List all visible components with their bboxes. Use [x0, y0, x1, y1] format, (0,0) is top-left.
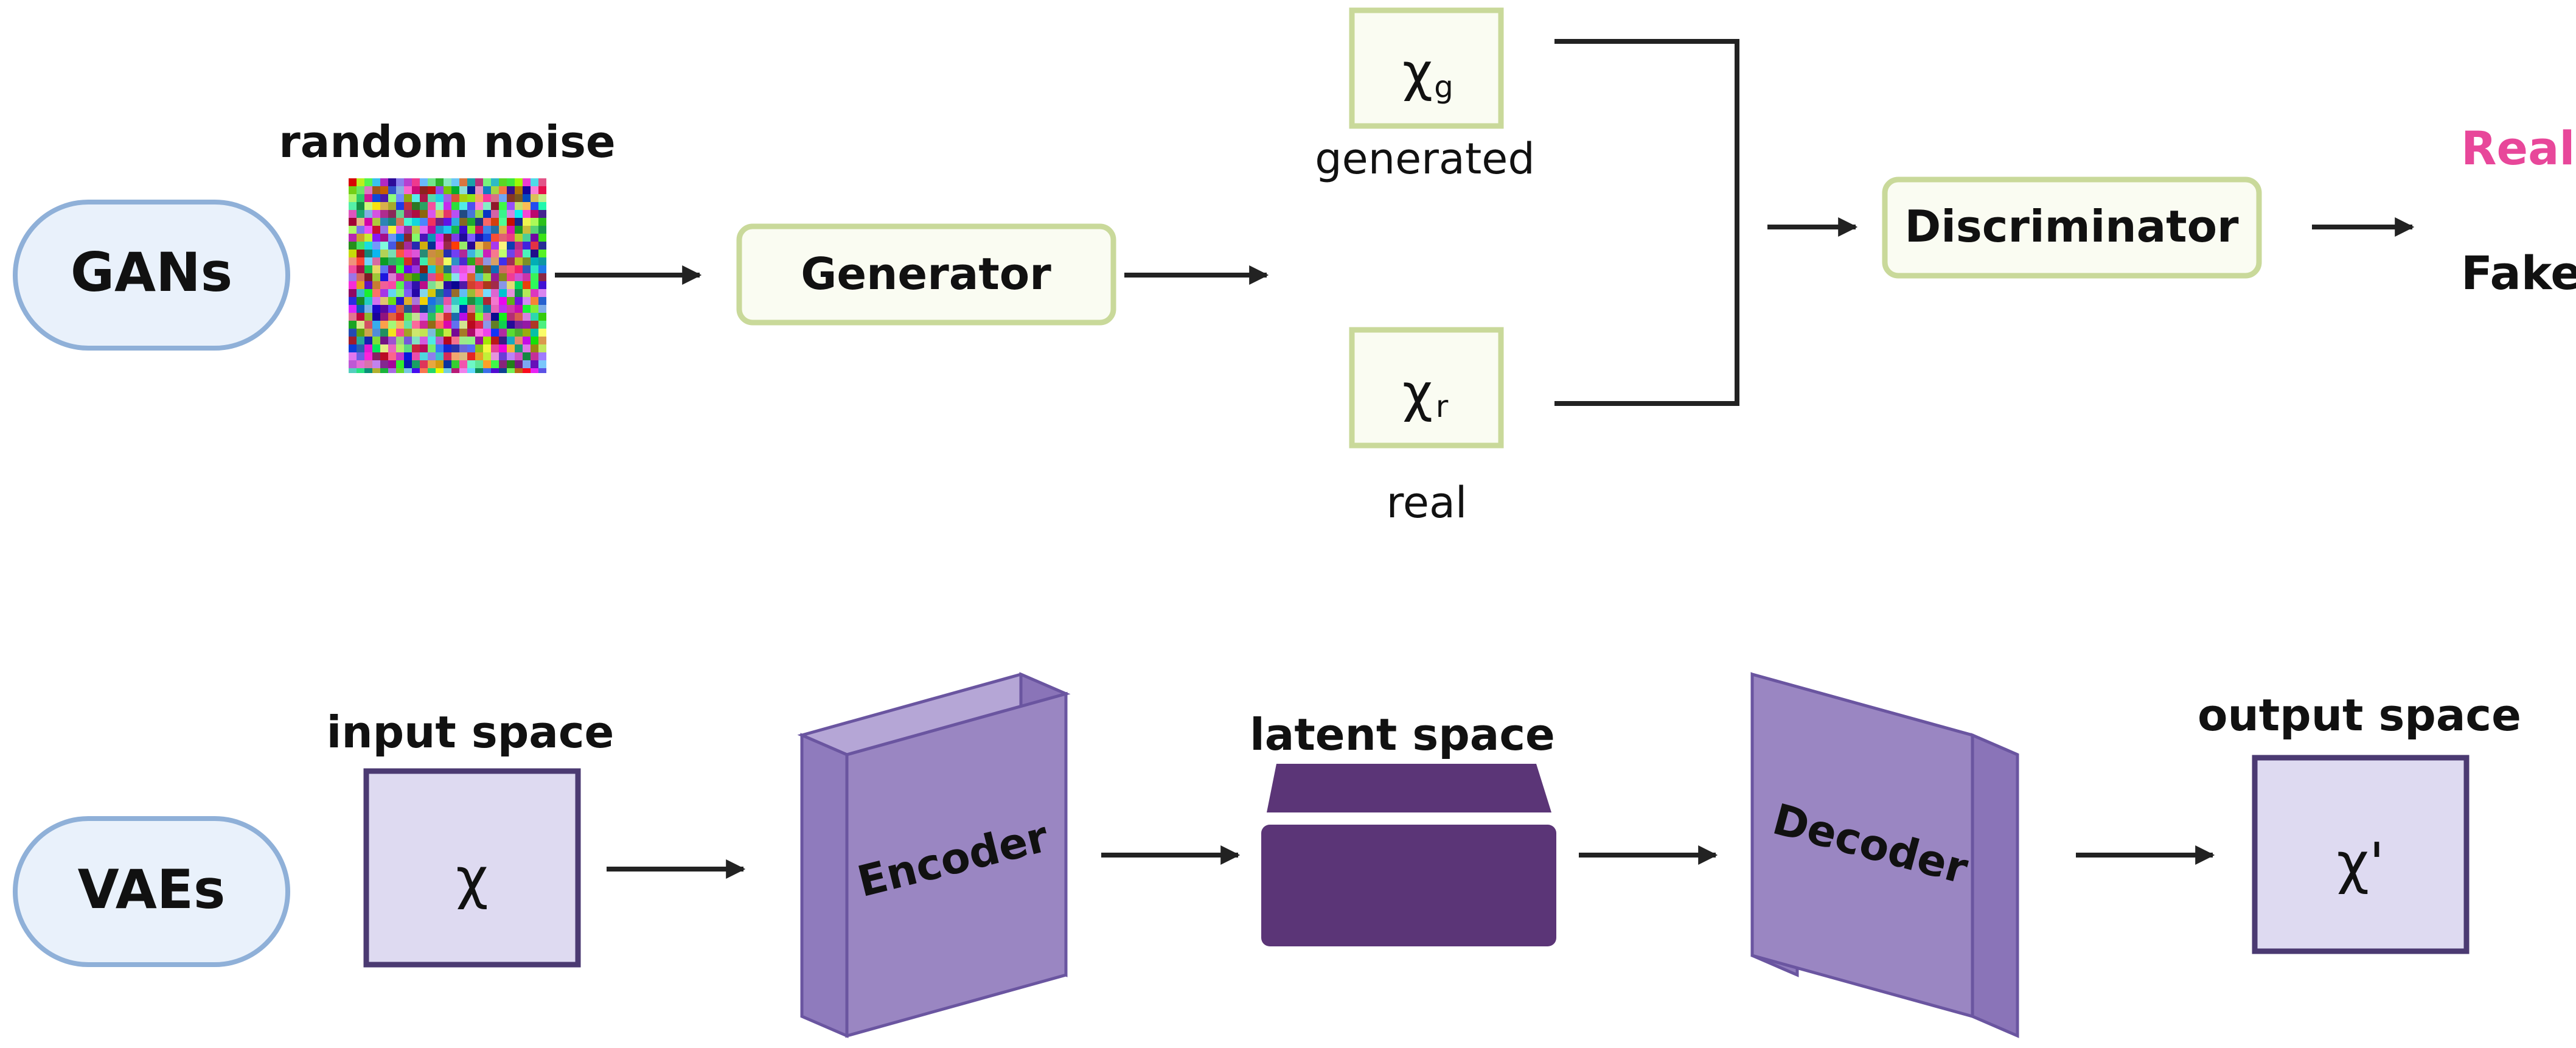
generator-box: Generator	[736, 223, 1116, 326]
gans-pill: GANs	[13, 200, 290, 351]
output-real-label: Real	[2461, 121, 2575, 175]
generated-label: generated	[1315, 134, 1535, 184]
xr-symbol: χ	[1402, 363, 1433, 424]
vaes-label: VAEs	[78, 858, 226, 921]
latent-space-block	[1261, 764, 1556, 946]
latent-space-label: latent space	[1250, 709, 1555, 760]
discriminator-label: Discriminator	[1904, 201, 2239, 252]
vaes-pill: VAEs	[13, 816, 290, 967]
input-symbol: χ	[456, 846, 488, 911]
merge-bracket	[1554, 39, 1739, 406]
random-noise-image	[349, 178, 546, 373]
real-sample-box: χ r	[1349, 327, 1504, 449]
output-symbol: χ'	[2337, 831, 2384, 896]
xr-subscript: r	[1436, 389, 1449, 424]
input-space-label: input space	[327, 707, 614, 758]
output-space-label: output space	[2198, 690, 2521, 741]
xg-symbol: χ	[1402, 42, 1433, 103]
decoder-block: Decoder	[1750, 672, 2019, 1038]
generator-label: Generator	[801, 248, 1051, 299]
discriminator-box: Discriminator	[1882, 176, 2262, 279]
output-fake-label: Fake	[2461, 246, 2576, 300]
real-data-label: real	[1387, 478, 1467, 528]
xg-subscript: g	[1434, 69, 1453, 105]
random-noise-label: random noise	[279, 116, 616, 167]
input-space-box: χ	[363, 768, 581, 968]
output-space-box: χ'	[2252, 755, 2470, 954]
generated-sample-box: χ g	[1349, 7, 1504, 129]
encoder-block: Encoder	[797, 672, 1071, 1038]
gans-label: GANs	[71, 241, 232, 304]
